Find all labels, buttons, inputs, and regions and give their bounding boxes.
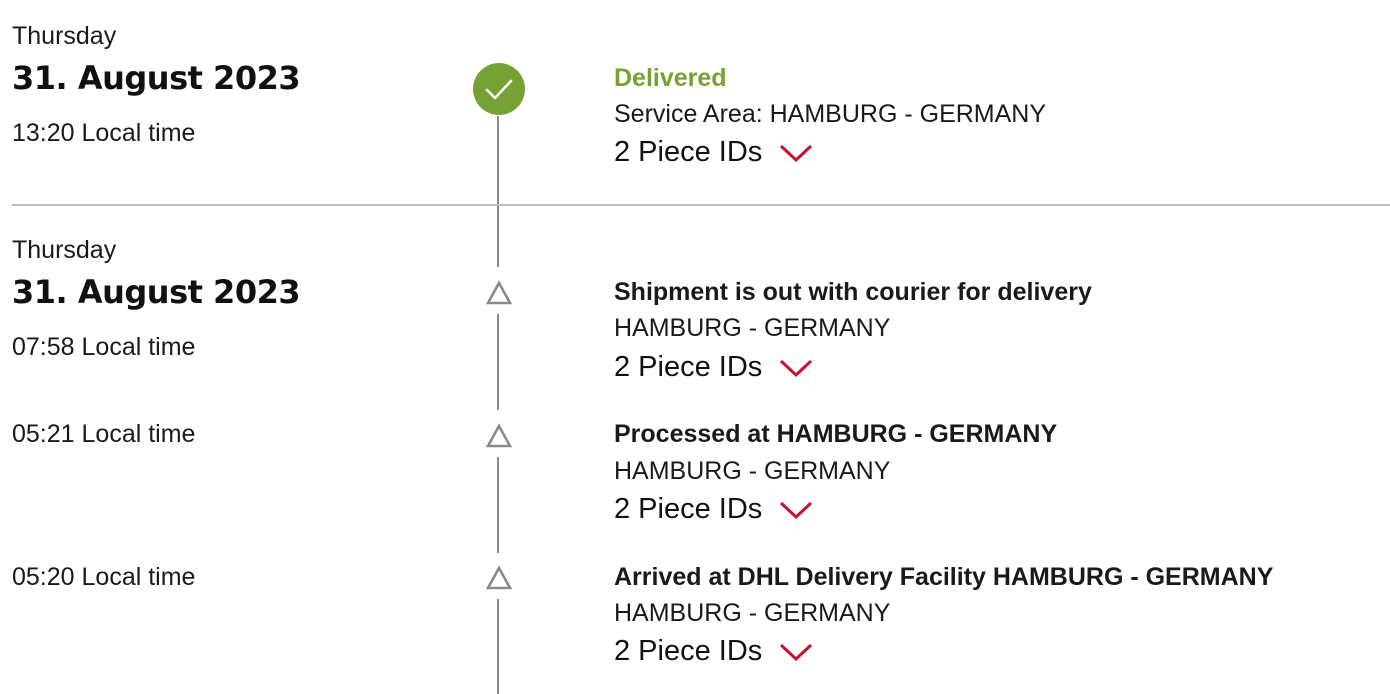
event-location: HAMBURG - GERMANY [614, 599, 891, 627]
triangle-icon [485, 565, 513, 590]
timeline-connector [497, 116, 499, 267]
timeline-connector [497, 457, 499, 553]
piece-ids-toggle[interactable]: 2 Piece IDs [614, 351, 814, 384]
event-date: 31. August 2023 [12, 59, 301, 97]
timeline-connector [497, 314, 499, 410]
event-status: Arrived at DHL Delivery Facility HAMBURG… [614, 563, 1274, 591]
piece-ids-label: 2 Piece IDs [614, 136, 763, 168]
chevron-down-icon [780, 643, 813, 661]
event-day: Thursday [12, 236, 117, 264]
event-time: 05:20 Local time [12, 563, 196, 591]
event-status: Processed at HAMBURG - GERMANY [614, 420, 1058, 448]
chevron-down-icon [780, 501, 813, 519]
triangle-icon [485, 423, 513, 448]
event-location: HAMBURG - GERMANY [614, 457, 891, 485]
day-divider [12, 204, 1390, 206]
event-status: Shipment is out with courier for deliver… [614, 278, 1092, 306]
event-time: 13:20 Local time [12, 119, 196, 147]
piece-ids-toggle[interactable]: 2 Piece IDs [614, 635, 814, 668]
event-day: Thursday [12, 22, 117, 50]
chevron-down-icon [780, 144, 813, 162]
event-time: 05:21 Local time [12, 420, 196, 448]
event-location: HAMBURG - GERMANY [614, 314, 891, 342]
event-time: 07:58 Local time [12, 333, 196, 361]
timeline-connector [497, 599, 499, 694]
piece-ids-label: 2 Piece IDs [614, 635, 763, 667]
chevron-down-icon [780, 359, 813, 377]
event-location: Service Area: HAMBURG - GERMANY [614, 100, 1047, 128]
event-status: Delivered [614, 64, 727, 92]
triangle-icon [485, 280, 513, 305]
piece-ids-label: 2 Piece IDs [614, 351, 763, 383]
event-date: 31. August 2023 [12, 273, 301, 311]
check-circle-icon [473, 63, 525, 115]
piece-ids-toggle[interactable]: 2 Piece IDs [614, 493, 814, 526]
piece-ids-label: 2 Piece IDs [614, 493, 763, 525]
piece-ids-toggle[interactable]: 2 Piece IDs [614, 136, 814, 169]
